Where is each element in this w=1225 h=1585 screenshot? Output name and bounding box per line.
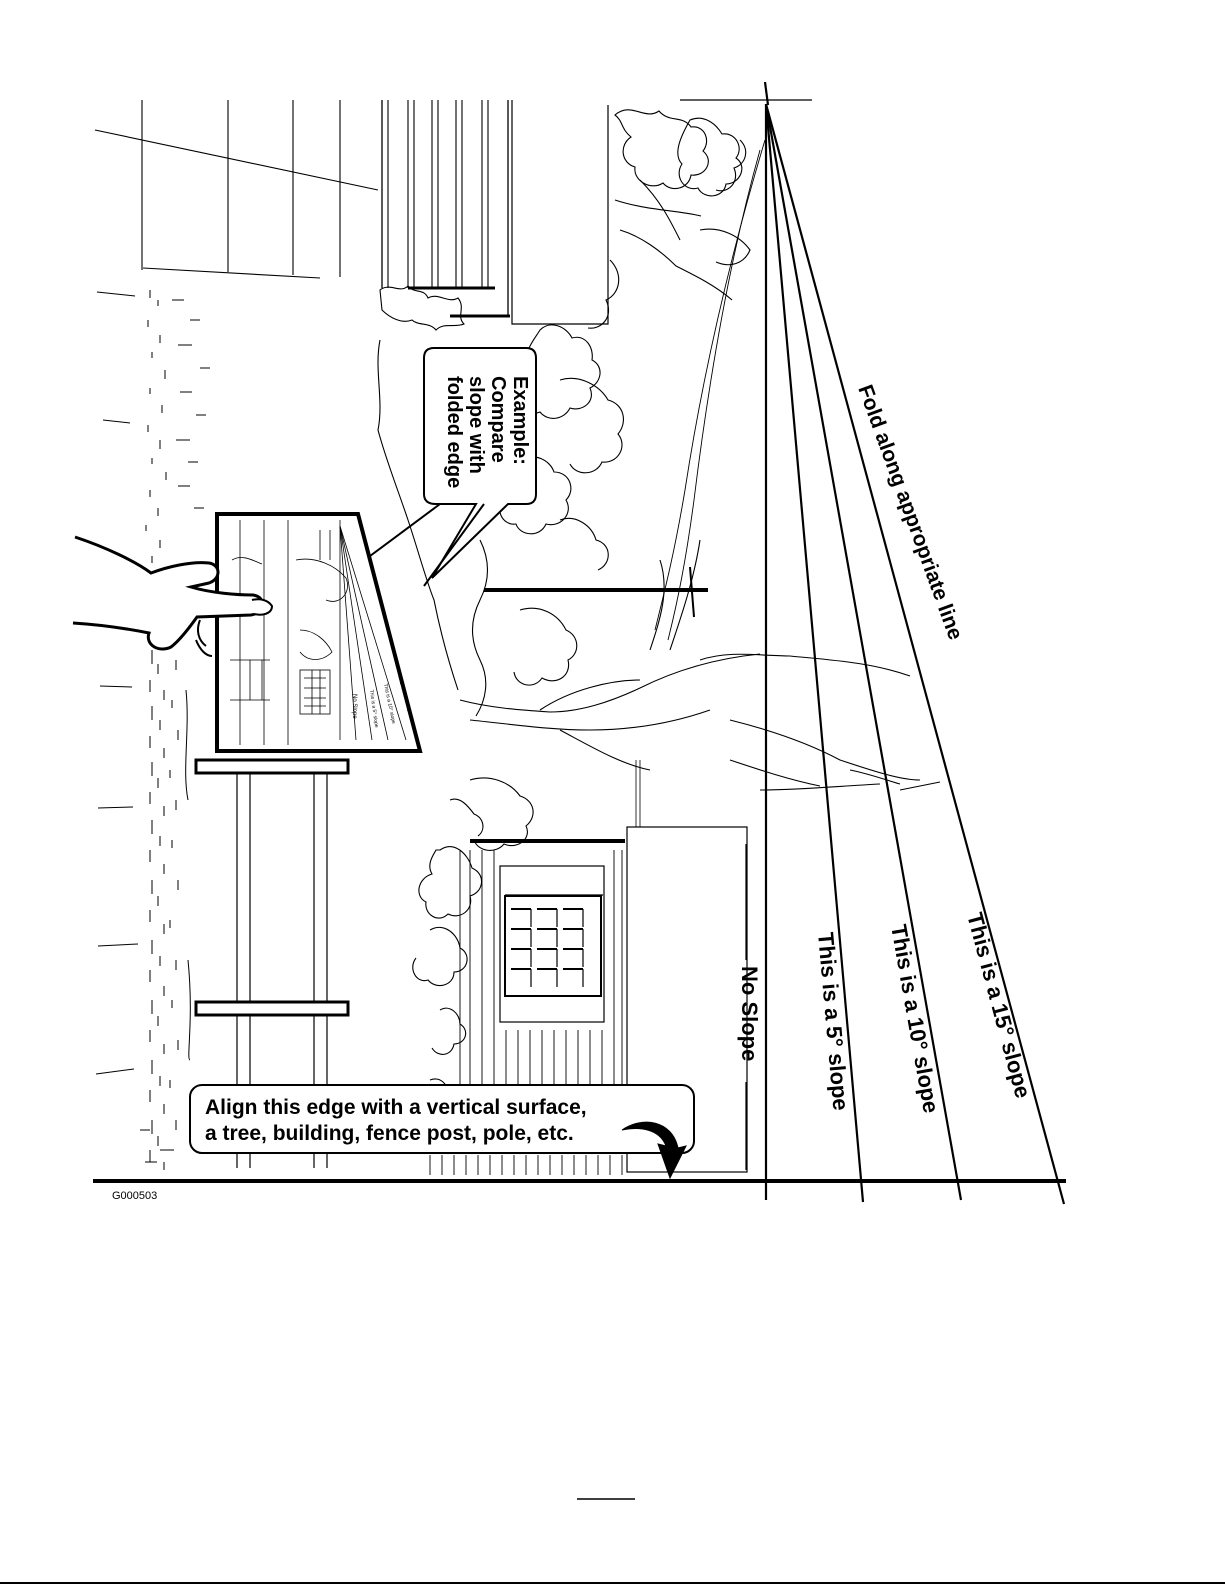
- figure-id: G000503: [112, 1190, 157, 1202]
- ten-degree-label: This is a 10° slope: [886, 923, 944, 1115]
- example-line-4: folded edge: [443, 376, 465, 488]
- fifteen-degree-label: This is a 15° slope: [962, 910, 1036, 1101]
- no-slope-label-group: No Slope: [737, 844, 762, 1170]
- inset-label-no-slope: No Slope: [351, 694, 357, 719]
- lawn-grass: [96, 290, 210, 1170]
- no-slope-label: No Slope: [737, 966, 762, 1061]
- inset-folded-card: No Slope This is a 5° slope This is a 10…: [217, 514, 420, 751]
- align-line-1: Align this edge with a vertical surface,: [205, 1096, 587, 1119]
- align-line-2: a tree, building, fence post, pole, etc.: [205, 1122, 574, 1145]
- example-line-1: Example:: [509, 376, 531, 465]
- example-line-3: slope with: [465, 376, 487, 474]
- ten-degree-line: [766, 104, 961, 1200]
- five-degree-line: [766, 104, 863, 1202]
- example-callout: Example: Compare slope with folded edge: [370, 348, 536, 586]
- example-line-2: Compare: [487, 376, 509, 463]
- fold-label: Fold along appropriate line: [853, 382, 967, 643]
- building-left: [95, 100, 378, 278]
